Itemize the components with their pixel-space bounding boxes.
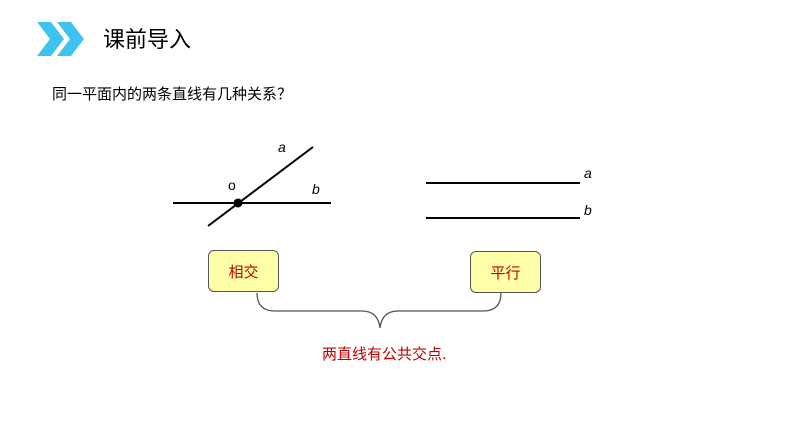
intersecting-tag: 相交 xyxy=(208,250,279,292)
intersection-point xyxy=(233,198,243,208)
section-title: 课前导入 xyxy=(103,28,192,53)
grouping-brace xyxy=(256,292,502,329)
label-b-intersecting: b xyxy=(312,181,320,197)
label-b-parallel: b xyxy=(584,202,592,218)
label-o: o xyxy=(228,177,236,193)
label-a-parallel: a xyxy=(584,165,592,181)
double-chevron-right-icon xyxy=(37,22,84,56)
parallel-tag: 平行 xyxy=(470,251,541,293)
conclusion-text: 两直线有公共交点. xyxy=(322,345,447,363)
question-text: 同一平面内的两条直线有几种关系？ xyxy=(52,85,293,103)
line-a-intersecting xyxy=(207,146,314,227)
label-a-intersecting: a xyxy=(278,139,286,155)
